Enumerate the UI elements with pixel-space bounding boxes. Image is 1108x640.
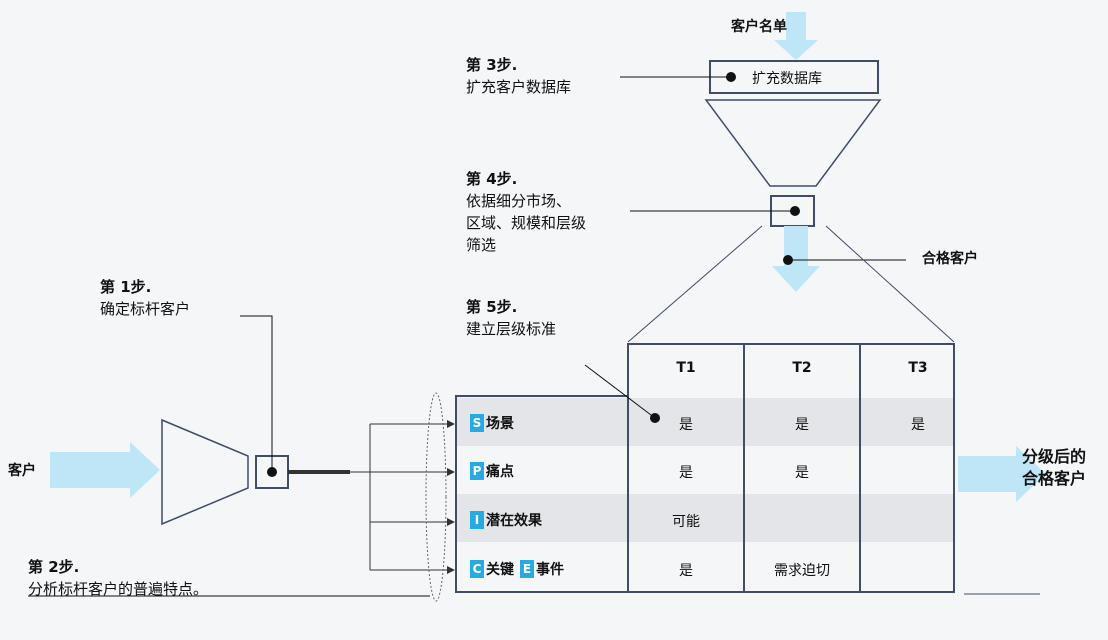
- input-arrow: [50, 442, 160, 498]
- row-label-text: 痛点: [486, 464, 514, 480]
- column-header-t3: T3: [908, 360, 928, 376]
- customer-list-label: 客户名单: [731, 19, 787, 35]
- qualified-customers-label: 合格客户: [922, 251, 978, 267]
- table-cell: 是: [795, 417, 809, 433]
- step-3-title: 第 3步.: [466, 56, 518, 74]
- qualified-arrow: [772, 226, 820, 292]
- badge-i: I: [470, 511, 484, 529]
- table-cell: 是: [911, 417, 925, 433]
- row-label-text: 事件: [536, 562, 564, 578]
- row-label-scenario: S 场景: [470, 413, 514, 433]
- badge-e: E: [520, 560, 534, 578]
- step-2: 第 2步. 分析标杆客户的普遍特点。: [28, 556, 208, 600]
- row-label-impact: I 潜在效果: [470, 510, 542, 530]
- badge-c: C: [470, 560, 484, 578]
- step-4-desc-line3: 筛选: [466, 236, 497, 254]
- row-label-pain-point: P 痛点: [470, 461, 514, 481]
- output-label: 分级后的 合格客户: [1022, 446, 1086, 490]
- input-customers-label: 客户: [8, 463, 36, 479]
- column-header-t1: T1: [676, 360, 696, 376]
- step-2-title: 第 2步.: [28, 558, 80, 576]
- step-4-desc-line2: 区域、规模和层级: [466, 214, 587, 232]
- step-4: 第 4步. 依据细分市场、 区域、规模和层级 筛选: [466, 168, 586, 256]
- output-arrow: [958, 446, 1046, 502]
- output-label-line1: 分级后的: [1022, 447, 1087, 466]
- customer-list-arrow: [774, 12, 818, 60]
- step-4-desc-line1: 依据细分市场、: [466, 192, 572, 210]
- row-label-text: 关键: [486, 562, 514, 578]
- row-label-critical-event: C 关键 E 事件: [470, 559, 564, 579]
- feature-ellipse: [425, 392, 447, 602]
- table-cell: 是: [795, 465, 809, 481]
- table-cell: 是: [679, 417, 693, 433]
- benchmark-trapezoid: [161, 418, 249, 526]
- table-cell: 是: [679, 465, 693, 481]
- row-label-text: 潜在效果: [486, 513, 542, 529]
- row-label-text: 场景: [486, 416, 514, 432]
- badge-s: S: [470, 414, 484, 432]
- step-4-title: 第 4步.: [466, 170, 518, 188]
- step-5-desc: 建立层级标准: [466, 320, 557, 338]
- step-3-desc: 扩充客户数据库: [466, 78, 572, 96]
- step-1-title: 第 1步.: [100, 278, 152, 296]
- step-3: 第 3步. 扩充客户数据库: [466, 54, 571, 98]
- row-label-frame: [455, 395, 629, 593]
- step-1-desc: 确定标杆客户: [100, 300, 191, 318]
- table-cell: 需求迫切: [774, 563, 830, 579]
- table-cell: 是: [679, 563, 693, 579]
- table-cell: 可能: [672, 514, 700, 530]
- step-2-desc: 分析标杆客户的普遍特点。: [28, 580, 209, 598]
- database-box-label: 扩充数据库: [752, 71, 822, 87]
- step-5-title: 第 5步.: [466, 298, 518, 316]
- column-header-t2: T2: [792, 360, 812, 376]
- step-1: 第 1步. 确定标杆客户: [100, 276, 190, 320]
- badge-p: P: [470, 462, 484, 480]
- step-5: 第 5步. 建立层级标准: [466, 296, 556, 340]
- output-label-line2: 合格客户: [1022, 469, 1087, 488]
- funnel: [704, 99, 882, 187]
